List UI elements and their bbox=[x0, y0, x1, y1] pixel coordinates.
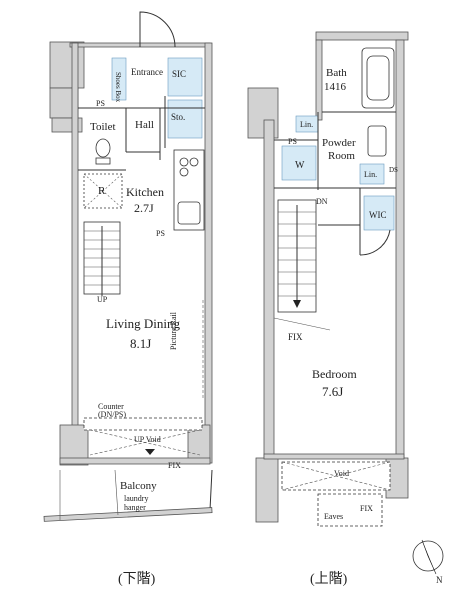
living-dining-label: Living Dining bbox=[106, 316, 181, 331]
eaves-label: Eaves bbox=[324, 512, 343, 521]
shoes-box-label: Shoes Box bbox=[114, 72, 122, 103]
upper-stairs bbox=[277, 199, 317, 313]
washer-label: W bbox=[295, 160, 305, 171]
hanger-label: hanger bbox=[124, 503, 146, 512]
bathtub-inner bbox=[366, 55, 390, 101]
lower-floor-caption: (下階) bbox=[118, 571, 156, 587]
ps-label: PS bbox=[288, 137, 297, 146]
compass: N bbox=[412, 539, 444, 585]
lower-stairs bbox=[83, 221, 121, 296]
stair-arrow-icon bbox=[293, 300, 301, 308]
cross-line bbox=[83, 173, 123, 209]
entrance-door-swing bbox=[139, 11, 176, 48]
toilet-fixture bbox=[95, 138, 111, 158]
powder-sink bbox=[367, 125, 387, 157]
bath-label: Bath bbox=[326, 67, 347, 79]
wall-right bbox=[395, 39, 405, 461]
wic-label: WIC bbox=[369, 210, 387, 220]
powder-label: Powder bbox=[322, 137, 356, 149]
upper-floor: Bath 1416 Lin. PS Powder Room W Lin. DS … bbox=[247, 31, 409, 587]
wall-bottom bbox=[263, 453, 405, 460]
ps-label: PS bbox=[96, 99, 105, 108]
laundry-label: laundry bbox=[124, 494, 148, 503]
wall-left bbox=[71, 42, 79, 464]
void-label: Void bbox=[334, 469, 349, 478]
wall-right bbox=[204, 42, 213, 464]
linen-area bbox=[359, 163, 385, 185]
fix-pointer bbox=[273, 317, 331, 331]
linen-label: Lin. bbox=[364, 170, 377, 179]
ps-label: PS bbox=[156, 229, 165, 238]
kitchen-label: Kitchen bbox=[126, 185, 164, 199]
bedroom-size-label: 7.6J bbox=[322, 384, 343, 399]
wall-top bbox=[315, 31, 409, 41]
fix-eaves-label: FIX bbox=[360, 504, 373, 513]
void-arrow-icon bbox=[145, 449, 155, 455]
storage-area bbox=[167, 99, 203, 139]
upper-floor-caption: (上階) bbox=[310, 571, 348, 587]
counter-label: Counter bbox=[98, 402, 124, 411]
balcony-divider bbox=[114, 469, 119, 516]
linen-label: Lin. bbox=[300, 120, 313, 129]
wall-bottom bbox=[59, 457, 211, 465]
up-void-label: UP Void bbox=[134, 435, 161, 444]
stove-burner bbox=[189, 157, 199, 167]
shoes-box-area bbox=[111, 57, 127, 101]
bedroom-label: Bedroom bbox=[312, 367, 357, 381]
ds-label: DS bbox=[389, 166, 398, 174]
washer-area bbox=[281, 145, 317, 181]
wall-left bbox=[263, 119, 275, 466]
room-label: Room bbox=[328, 150, 355, 162]
lower-floor: Shoes Box Entrance SIC PS Toilet Hall St… bbox=[43, 11, 213, 587]
toilet-label: Toilet bbox=[90, 121, 116, 133]
void-line bbox=[281, 461, 391, 491]
wic-door-swing bbox=[359, 229, 391, 256]
void-line bbox=[89, 429, 201, 456]
stove-burner bbox=[179, 157, 189, 167]
compass-ring bbox=[412, 540, 444, 572]
balcony-label: Balcony bbox=[120, 480, 157, 492]
fix-label: FIX bbox=[168, 461, 181, 470]
sic-label: SIC bbox=[172, 69, 186, 79]
living-size-label: 8.1J bbox=[130, 336, 151, 351]
wic-area bbox=[363, 195, 395, 231]
stair-up-label: UP bbox=[97, 295, 108, 304]
compass-needle-icon bbox=[421, 539, 437, 575]
wall-block bbox=[49, 41, 85, 89]
hall-label: Hall bbox=[135, 119, 154, 131]
entrance-label: Entrance bbox=[131, 67, 163, 77]
refrigerator-label: R bbox=[98, 185, 106, 197]
balcony-rail bbox=[43, 507, 213, 522]
bath-size-label: 1416 bbox=[324, 81, 347, 93]
kitchen-sink bbox=[177, 201, 201, 225]
counter-area bbox=[83, 417, 203, 431]
counter-sub-label: (DN/PS) bbox=[98, 410, 126, 419]
wall-block bbox=[255, 457, 279, 523]
stair-down-label: DN bbox=[316, 197, 328, 206]
wall-left-upper bbox=[315, 39, 323, 121]
stove-burner bbox=[179, 167, 189, 177]
eaves-area bbox=[317, 493, 383, 527]
compass-north-label: N bbox=[436, 575, 443, 585]
toilet-tank bbox=[95, 157, 111, 165]
sic-area bbox=[167, 57, 203, 97]
storage-label: Sto. bbox=[171, 112, 185, 122]
wall-block bbox=[187, 424, 211, 464]
kitchen-size-label: 2.7J bbox=[134, 201, 154, 215]
picture-rail-label: Picture Rail bbox=[169, 311, 178, 350]
fix-label: FIX bbox=[288, 332, 303, 342]
